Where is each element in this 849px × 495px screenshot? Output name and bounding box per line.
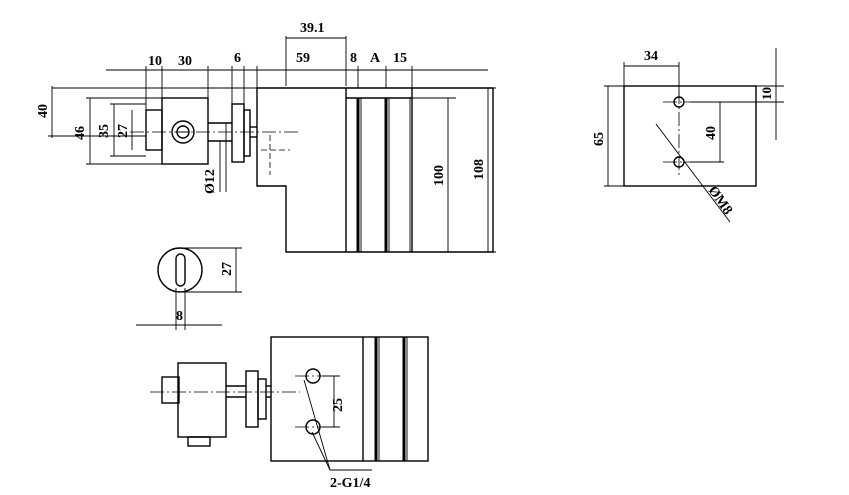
dim-30: 30 (178, 54, 192, 69)
dim-108: 108 (472, 159, 487, 180)
side-view: 34 10 65 40 ØM8 (592, 48, 784, 223)
flange-plate (231, 103, 245, 163)
dim-10: 10 (148, 54, 162, 69)
top-flange (245, 370, 259, 428)
adjuster-end-cap (145, 109, 163, 151)
top-adjuster-end (161, 376, 180, 404)
side-dim-34: 34 (644, 49, 658, 64)
side-dim-10: 10 (759, 87, 774, 100)
top-adjuster-block (177, 362, 227, 438)
front-top-dimensions: 39.1 10 30 6 59 8 A 15 (106, 21, 488, 110)
top-view: 25 2-G1/4 (150, 336, 429, 491)
dim-15: 15 (393, 51, 407, 66)
side-dim-40: 40 (704, 126, 719, 140)
port-label: 2-G1/4 (330, 476, 370, 491)
dim-phi12: Ø12 (203, 169, 218, 194)
knob-dim-8: 8 (176, 309, 183, 324)
front-view: 39.1 10 30 6 59 8 A 15 40 (36, 21, 496, 253)
top-body (270, 336, 429, 462)
side-body (623, 85, 757, 187)
dim-6: 6 (234, 51, 241, 66)
flange-collar (243, 109, 251, 157)
side-dim-m8: ØM8 (705, 184, 735, 218)
dim-40: 40 (36, 104, 51, 118)
dim-27: 27 (116, 124, 131, 138)
dim-46: 46 (73, 126, 88, 140)
leader-line (311, 431, 331, 471)
knob-detail-view: 27 8 (136, 247, 242, 330)
top-flange-collar (257, 378, 267, 420)
side-dim-65: 65 (592, 132, 607, 146)
dim-59: 59 (296, 51, 310, 66)
front-right-dimensions: 100 108 (412, 87, 496, 253)
front-left-dimensions: 40 46 35 27 (36, 86, 257, 165)
dim-8: 8 (350, 51, 357, 66)
leader-line (655, 123, 731, 223)
dim-100: 100 (432, 165, 447, 186)
knob-slot (175, 253, 186, 287)
adjuster-knob-outer (171, 120, 195, 144)
dim-35: 35 (97, 124, 112, 138)
leader-line (303, 379, 331, 471)
top-dim-25: 25 (331, 398, 346, 412)
front-body-outline (256, 87, 494, 253)
adjuster-block (161, 97, 209, 165)
knob-dim-27: 27 (220, 262, 235, 276)
dim-a: A (370, 51, 381, 66)
top-adjuster-tab (187, 436, 211, 447)
dim-39-1: 39.1 (300, 21, 325, 36)
